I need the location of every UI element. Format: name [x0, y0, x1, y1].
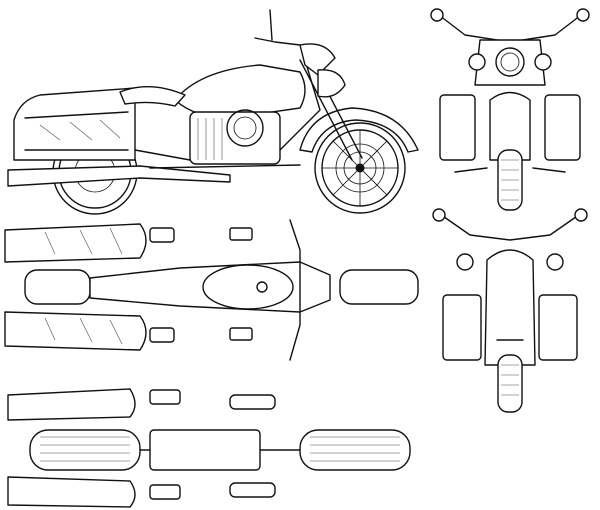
headlight — [317, 69, 346, 98]
bottom-view-drawing — [7, 388, 411, 508]
saddlebag-front-right — [544, 94, 581, 161]
mirror-left — [229, 227, 253, 241]
saddlebag — [13, 87, 136, 161]
footboard-left — [149, 227, 175, 243]
saddlebag-upper — [7, 388, 136, 421]
rear-tire-rear — [497, 354, 523, 413]
mirror-left-front — [430, 8, 444, 22]
front-fender-front — [489, 91, 531, 161]
rear-lamp-right — [546, 253, 564, 271]
fuel-tank-top — [202, 264, 294, 310]
mirror-right-rear — [574, 208, 588, 222]
pipe-upper — [229, 394, 276, 410]
saddlebag-right — [4, 311, 147, 351]
seat — [119, 85, 186, 107]
exhaust-pipe — [7, 165, 231, 187]
top-view — [0, 210, 425, 370]
engine-underside — [149, 429, 261, 471]
handlebar — [254, 9, 301, 46]
rear-lamp-left — [456, 253, 474, 271]
footboard-upper — [149, 389, 181, 405]
front-view — [425, 0, 600, 215]
front-wheel — [314, 122, 406, 214]
mirror-right — [229, 327, 253, 341]
bottom-view — [0, 375, 425, 510]
frame — [134, 59, 321, 169]
fuel-cap — [256, 281, 268, 293]
side-view — [0, 0, 425, 215]
rear-view — [425, 200, 600, 415]
handlebar-front — [434, 11, 586, 43]
top-view-drawing — [4, 219, 419, 361]
aux-lamp-right — [534, 53, 552, 71]
engine — [189, 109, 281, 165]
mirror-right-front — [576, 8, 590, 22]
front-tire-plan — [299, 429, 411, 471]
saddlebag-rear-left — [442, 294, 482, 361]
footboard-lower — [149, 484, 181, 500]
pipe-lower — [229, 482, 276, 498]
footboard-right — [149, 327, 175, 343]
front-view-drawing — [430, 8, 590, 211]
exhaust-top-left — [24, 269, 91, 305]
front-fender — [299, 107, 419, 153]
handlebar-top — [289, 219, 301, 361]
exhaust-top-right — [339, 269, 419, 305]
saddlebag-rear-right — [538, 294, 578, 361]
rear-view-drawing — [432, 208, 588, 413]
saddlebag-front-left — [439, 94, 476, 161]
mirror-left-rear — [432, 208, 446, 222]
side-view-drawing — [7, 9, 419, 215]
handlebar-rear — [436, 211, 584, 241]
headlight-front — [495, 47, 525, 77]
saddlebag-left — [4, 223, 147, 263]
saddlebag-lower — [7, 476, 136, 508]
crash-bar-front — [454, 167, 566, 173]
aux-lamp-left — [468, 53, 486, 71]
rear-tire-plan — [29, 429, 141, 471]
rear-fender — [484, 249, 536, 366]
